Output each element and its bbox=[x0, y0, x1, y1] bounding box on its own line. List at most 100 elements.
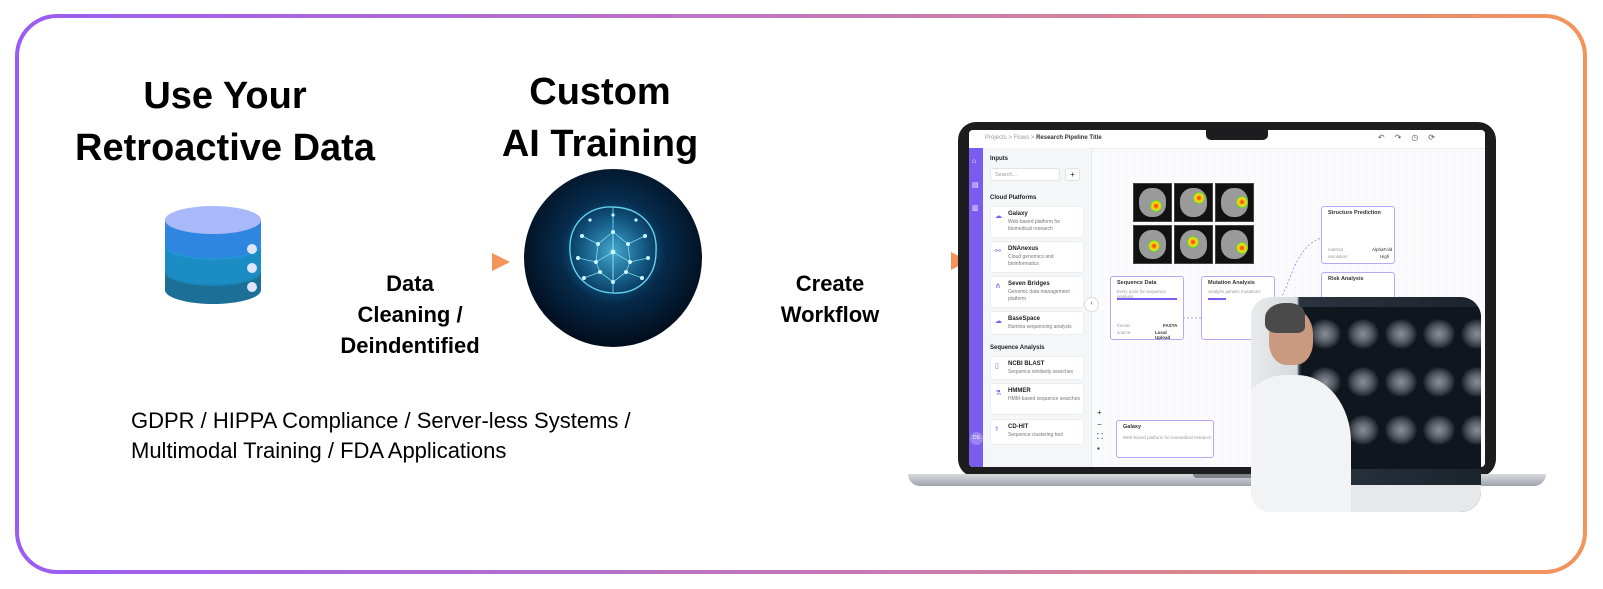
doctor-hair bbox=[1265, 303, 1305, 333]
refresh-icon[interactable]: ⟳ bbox=[1428, 133, 1445, 142]
panel-item-name: HMMER bbox=[1008, 388, 1031, 394]
breadcrumb-sep: > bbox=[1008, 135, 1012, 141]
cloud-platforms-title: Cloud Platforms bbox=[990, 195, 1037, 201]
cloud-icon: ☁ bbox=[995, 318, 1002, 325]
panel-item-dnanexus[interactable]: ⚯ DNAnexus Cloud genomics and bioinforma… bbox=[990, 241, 1084, 273]
laptop-base-notch bbox=[1193, 474, 1261, 478]
source-heading: Use Your Retroactive Data bbox=[60, 70, 390, 174]
panel-item-ncbi-blast[interactable]: ▯ NCBI BLAST Sequence similarity searche… bbox=[990, 356, 1084, 380]
node-title: Structure Prediction bbox=[1328, 210, 1381, 216]
workflow-label-line1: Create bbox=[795, 271, 865, 296]
camera-notch bbox=[1206, 130, 1268, 140]
node-res-label: resolution bbox=[1328, 254, 1348, 259]
node-galaxy[interactable]: Galaxy Web-based platform for biomedical… bbox=[1116, 420, 1214, 458]
database-icon bbox=[165, 206, 261, 304]
panel-item-desc: HMM-based sequence searches bbox=[1008, 396, 1080, 402]
panel-item-basespace[interactable]: ☁ BaseSpace Illumina sequencing analysis bbox=[990, 311, 1084, 335]
node-title: Galaxy bbox=[1123, 424, 1142, 430]
panel-item-galaxy[interactable]: ☁ Galaxy Web-based platform for biomedic… bbox=[990, 206, 1084, 238]
panel-item-desc: Illumina sequencing analysis bbox=[1008, 324, 1072, 330]
clean-label: Data Cleaning / Deindentified bbox=[320, 268, 500, 361]
node-sequence-data[interactable]: Sequence Data Entry point for sequence a… bbox=[1110, 276, 1184, 340]
brain-scan-image bbox=[1133, 183, 1172, 222]
share-icon: ⋔ bbox=[995, 283, 1001, 290]
workflow-label-line2: Workflow bbox=[780, 302, 880, 327]
avatar[interactable]: DS bbox=[970, 432, 983, 445]
history-icon[interactable]: ◷ bbox=[1411, 133, 1429, 142]
home-icon[interactable]: ⌂ bbox=[972, 158, 977, 165]
panel-item-cd-hit[interactable]: ⚕ CD-HIT Sequence clustering tool bbox=[990, 419, 1084, 445]
source-heading-line2: Retroactive Data bbox=[75, 127, 375, 169]
node-format-label: format bbox=[1117, 323, 1130, 328]
zoom-in-icon[interactable]: + bbox=[1097, 408, 1102, 417]
panel-item-name: Galaxy bbox=[1008, 211, 1028, 217]
add-input-button[interactable]: + bbox=[1065, 168, 1080, 181]
node-structure-prediction[interactable]: Structure Prediction method AlphaFold re… bbox=[1321, 206, 1395, 264]
database-nav-icon[interactable]: ▤ bbox=[972, 182, 979, 189]
features-line1: GDPR / HIPPA Compliance / Server-less Sy… bbox=[131, 408, 631, 433]
training-heading-line1: Custom bbox=[529, 71, 671, 113]
nav-rail: ⌂ ▤ ▥ DS bbox=[969, 148, 983, 467]
clean-label-line2: Cleaning / bbox=[357, 302, 463, 327]
brain-scan-image bbox=[1174, 183, 1213, 222]
redo-icon[interactable]: ↷ bbox=[1394, 133, 1412, 142]
chart-nav-icon[interactable]: ▥ bbox=[972, 205, 979, 212]
node-source-label: source bbox=[1117, 330, 1131, 335]
panel-item-hmmer[interactable]: ⚗ HMMER HMM-based sequence searches bbox=[990, 383, 1084, 415]
panel-item-name: DNAnexus bbox=[1008, 246, 1039, 252]
node-title: Risk Analysis bbox=[1328, 276, 1364, 282]
node-format-value: FASTA bbox=[1163, 323, 1178, 328]
panel-item-seven-bridges[interactable]: ⋔ Seven Bridges Genomic data management … bbox=[990, 276, 1084, 308]
node-subtitle: Web-based platform for biomedical resear… bbox=[1123, 435, 1212, 440]
clean-label-line1: Data bbox=[386, 271, 434, 296]
panel-item-desc: Sequence clustering tool bbox=[1008, 432, 1063, 438]
node-title: Mutation Analysis bbox=[1208, 280, 1255, 286]
training-heading-line2: AI Training bbox=[501, 123, 699, 165]
search-input[interactable]: Search... bbox=[990, 168, 1060, 181]
features-line2: Multimodal Training / FDA Applications bbox=[131, 438, 507, 463]
node-progress bbox=[1117, 298, 1177, 300]
training-heading: Custom AI Training bbox=[470, 66, 730, 170]
undo-icon[interactable]: ↶ bbox=[1377, 133, 1395, 142]
panel-item-desc: Web-based platform for biomedical resear… bbox=[1008, 219, 1061, 232]
doctor-coat bbox=[1251, 375, 1351, 512]
node-subtitle: Analyze genetic mutations bbox=[1208, 289, 1261, 294]
lock-icon[interactable]: ▪ bbox=[1097, 444, 1100, 453]
breadcrumb-sep: > bbox=[1030, 135, 1035, 141]
panel-item-desc: Cloud genomics and bioinformatics bbox=[1008, 254, 1054, 267]
toolbar-icons: ↶↷◷⟳ bbox=[1378, 133, 1445, 142]
workflow-arrow bbox=[706, 252, 968, 270]
brain-scan-image bbox=[1215, 183, 1254, 222]
features-text: GDPR / HIPPA Compliance / Server-less Sy… bbox=[131, 406, 631, 466]
breadcrumb: Projects > Flows > Research Pipeline Tit… bbox=[985, 135, 1102, 141]
panel-item-desc: Genomic data management platform bbox=[1008, 289, 1070, 302]
link-icon: ⚯ bbox=[995, 248, 1001, 255]
panel-item-name: NCBI BLAST bbox=[1008, 361, 1045, 367]
collapse-panel-button[interactable]: ‹ bbox=[1084, 297, 1099, 312]
breadcrumb-projects[interactable]: Projects bbox=[985, 135, 1007, 141]
node-method-label: method bbox=[1328, 247, 1344, 252]
clean-arrow bbox=[286, 253, 510, 271]
dna-icon: ⚕ bbox=[995, 426, 999, 433]
ct-monitor bbox=[1301, 307, 1481, 469]
ai-brain-icon bbox=[524, 169, 702, 347]
node-res-value: High bbox=[1380, 254, 1390, 259]
brain-scan-image bbox=[1174, 225, 1213, 264]
fit-view-icon[interactable]: ⛶ bbox=[1097, 432, 1103, 441]
breadcrumb-current: Research Pipeline Title bbox=[1036, 135, 1102, 141]
node-progress bbox=[1208, 298, 1226, 300]
brain-scan-image bbox=[1215, 225, 1254, 264]
workflow-label: Create Workflow bbox=[765, 268, 895, 330]
node-connectors bbox=[1183, 237, 1322, 319]
brain-scan-image bbox=[1133, 225, 1172, 264]
node-method-value: AlphaFold bbox=[1372, 247, 1393, 252]
tube-icon: ▯ bbox=[995, 363, 999, 370]
node-source-value: Local Upload bbox=[1155, 330, 1171, 340]
breadcrumb-flows[interactable]: Flows bbox=[1013, 135, 1030, 141]
inputs-title: Inputs bbox=[990, 156, 1008, 162]
zoom-out-icon[interactable]: − bbox=[1097, 420, 1102, 429]
sequence-analysis-title: Sequence Analysis bbox=[990, 345, 1045, 351]
flask-icon: ⚗ bbox=[995, 390, 1002, 397]
doctor-ct-photo bbox=[1251, 297, 1481, 512]
